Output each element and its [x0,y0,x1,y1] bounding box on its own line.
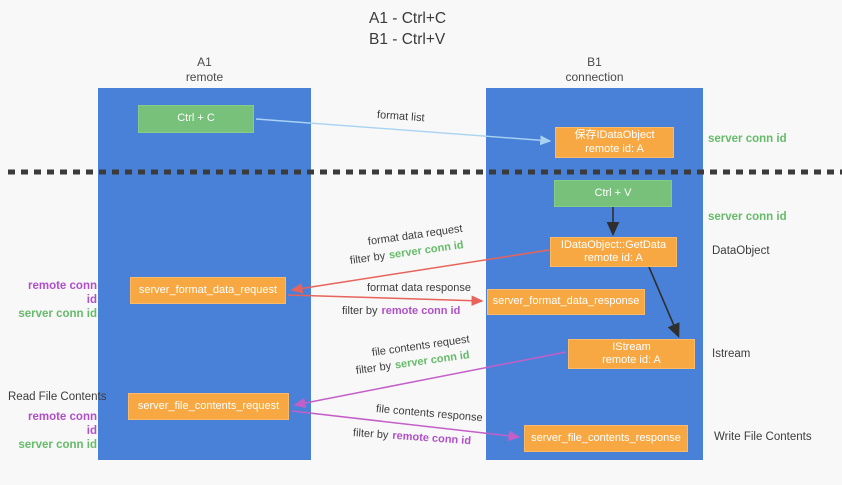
ctrl-v-label: Ctrl + V [594,186,632,199]
title-line-2: B1 - Ctrl+V [369,31,446,48]
server-conn-id-right-2: server conn id [708,211,787,223]
server-format-data-response-box: server_format_data_response [487,289,645,315]
remote-conn-id-text: remote conn id [391,429,472,448]
lane-b-header: B1 connection [486,55,703,85]
arrow-format-data-response [287,294,484,306]
format-data-response-label: format data response [367,282,471,294]
ctrl-c-label: Ctrl + C [177,112,215,125]
server-format-data-response-label: server_format_data_response [492,295,640,308]
filter-by-text: filter by [349,250,386,267]
server-file-contents-request-label: server_file_contents_request [137,399,280,412]
ctrl-c-box: Ctrl + C [138,105,254,133]
server-file-contents-response-label: server_file_contents_response [531,431,681,444]
ctrl-v-box: Ctrl + V [554,180,672,207]
conn-id-pair-1: remote conn id server conn id [17,279,97,321]
istream-side-label: Istream [712,348,751,360]
format-list-label: format list [376,109,425,125]
remote-conn-id-text: remote conn id [381,305,461,317]
save-idataobject-box: 保存IDataObject remote id: A [555,127,674,158]
server-conn-id-text: server conn id [18,308,97,320]
istream-box: IStream remote id: A [568,339,695,369]
dataobject-label: DataObject [712,245,770,257]
remote-conn-id-text: remote conn id [27,411,97,437]
lane-a-header: A1 remote [98,55,311,85]
title-line-1: A1 - Ctrl+C [369,10,447,27]
save-idataobject-line1: 保存IDataObject [574,129,655,141]
file-contents-response-label: file contents response [375,403,484,425]
read-file-contents-label: Read File Contents [8,391,107,403]
filter-by-text: filter by [352,427,389,442]
write-file-contents-label: Write File Contents [714,431,812,443]
lane-a-title: A1 [197,55,212,69]
server-file-contents-response-box: server_file_contents_response [524,425,688,452]
idataobject-getdata-box: IDataObject::GetData remote id: A [550,237,677,267]
server-format-data-request-box: server_format_data_request [130,277,286,304]
istream-line1: IStream [612,340,651,353]
lane-a-subtitle: remote [185,70,224,84]
getdata-line2: remote id: A [584,252,643,264]
filter-by-text: filter by [355,360,392,377]
server-conn-id-right-1: server conn id [708,133,787,145]
filter-by-text: filter by [342,305,378,317]
lane-b-title: B1 [587,55,602,69]
save-idataobject-line2: remote id: A [585,142,644,155]
server-conn-id-text: server conn id [18,439,97,451]
conn-id-pair-2: remote conn id server conn id [17,410,97,452]
istream-line2: remote id: A [602,354,661,366]
remote-conn-id-text: remote conn id [27,280,97,306]
getdata-line1: IDataObject::GetData [560,238,667,251]
server-file-contents-request-box: server_file_contents_request [128,393,289,420]
diagram-title: A1 - Ctrl+C B1 - Ctrl+V [369,8,446,50]
server-format-data-request-label: server_format_data_request [138,283,278,296]
lane-b-subtitle: connection [565,70,624,84]
